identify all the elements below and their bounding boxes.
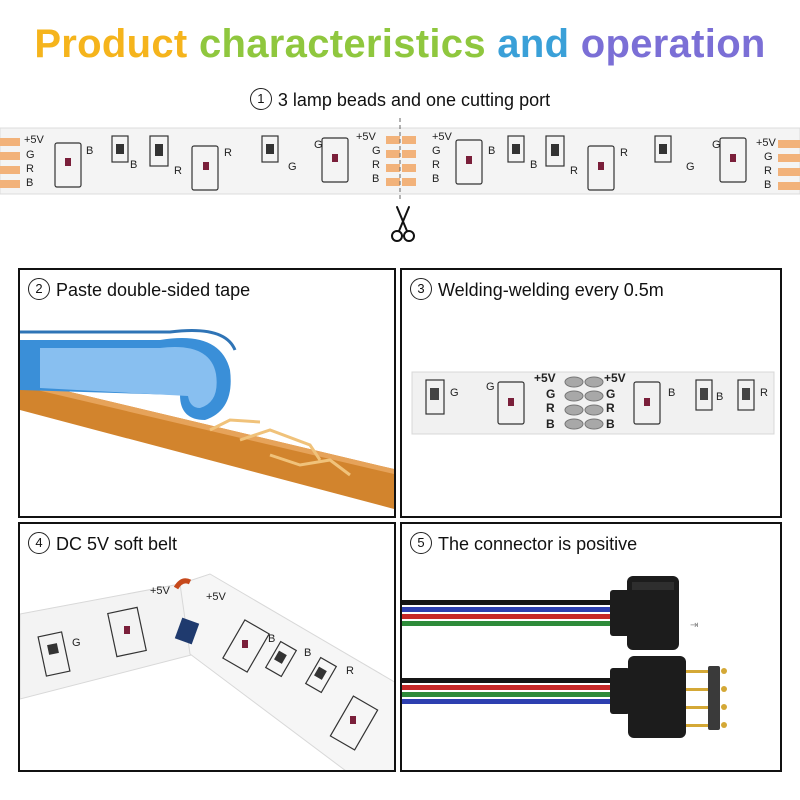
strip-pin-label: G	[372, 145, 381, 157]
tape-illustration	[20, 328, 394, 509]
scissors-icon	[391, 206, 415, 242]
bead-letter: R	[224, 147, 232, 159]
belt-pin-label: +5V	[150, 585, 171, 597]
weld-pin-label: +5V	[604, 371, 626, 385]
weld-pin-label: G	[606, 387, 615, 401]
bead-letter: R	[570, 165, 578, 177]
bead-letter: B	[530, 159, 537, 171]
led-strip-image: +5V G R B	[0, 118, 800, 202]
strip-pin-label: +5V	[24, 134, 45, 146]
title-word-3: and	[497, 22, 570, 66]
led-strip-svg: +5V G R B	[0, 118, 800, 202]
bead-letter: G	[288, 161, 297, 173]
strip-pin-label: +5V	[432, 131, 453, 143]
strip-pin-label: +5V	[756, 137, 777, 149]
bead-letter: G	[72, 637, 81, 649]
weld-pin-label: +5V	[534, 371, 556, 385]
connector-illustration: ⇥	[402, 576, 727, 738]
bead-letter: G	[314, 139, 323, 151]
welding-illustration: +5V G R B +5V G R B G G B B R	[411, 371, 775, 435]
feature-2-number: 2	[28, 278, 50, 301]
bead-letter: R	[760, 387, 768, 399]
page-title: Product characteristics and operation	[0, 22, 800, 67]
feature-4-text: DC 5V soft belt	[56, 534, 178, 554]
weld-pin-label: B	[546, 417, 555, 431]
bead-letter: B	[304, 647, 311, 659]
strip-pin-label: G	[26, 149, 35, 161]
feature-3-text: Welding-welding every 0.5m	[438, 280, 664, 300]
svg-text:⇥: ⇥	[690, 620, 698, 631]
weld-pin-label: B	[606, 417, 615, 431]
bead-letter: G	[486, 381, 495, 393]
strip-pin-label: B	[432, 173, 439, 185]
feature-2-caption: 2 Paste double-sided tape	[28, 278, 251, 302]
feature-4-number: 4	[28, 532, 50, 555]
belt-pin-label: +5V	[206, 591, 227, 603]
feature-2-text: Paste double-sided tape	[56, 280, 251, 300]
panel-soft-belt: G +5V +5V B B R 4 DC 5V soft belt	[18, 522, 396, 772]
bead-letter: G	[712, 139, 721, 151]
strip-pin-label: B	[372, 173, 379, 185]
title-word-4: operation	[580, 22, 766, 66]
feature-3-number: 3	[410, 278, 432, 301]
bead-letter: R	[346, 665, 354, 677]
bead-letter: B	[86, 145, 93, 157]
feature-5-caption: 5 The connector is positive	[410, 532, 638, 556]
weld-pin-label: G	[546, 387, 555, 401]
weld-pin-label: R	[606, 401, 615, 415]
bead-letter: R	[174, 165, 182, 177]
bead-letter: R	[620, 147, 628, 159]
strip-pin-label: G	[432, 145, 441, 157]
feature-1-text: 3 lamp beads and one cutting port	[277, 90, 551, 110]
strip-pin-label: R	[432, 159, 440, 171]
feature-4-caption: 4 DC 5V soft belt	[28, 532, 178, 556]
strip-pin-label: G	[764, 151, 773, 163]
bead-letter: B	[716, 391, 723, 403]
bead-letter: G	[450, 387, 459, 399]
strip-pin-label: +5V	[356, 131, 377, 143]
strip-pin-label: R	[372, 159, 380, 171]
feature-5-text: The connector is positive	[438, 534, 638, 554]
panel-double-sided-tape: 2 Paste double-sided tape	[18, 268, 396, 518]
strip-pin-label: R	[26, 163, 34, 175]
bead-letter: B	[268, 633, 275, 645]
strip-pin-label: B	[26, 177, 33, 189]
bead-letter: G	[686, 161, 695, 173]
bead-letter: B	[488, 145, 495, 157]
bead-letter: B	[668, 387, 675, 399]
strip-pin-label: B	[764, 179, 771, 191]
feature-1-number: 1	[249, 88, 272, 111]
bead-letter: B	[130, 159, 137, 171]
panel-welding: +5V G R B +5V G R B G G B B R 3 Welding-w…	[400, 268, 782, 518]
weld-pin-label: R	[546, 401, 555, 415]
strip-pin-label: R	[764, 165, 772, 177]
feature-5-number: 5	[410, 532, 432, 555]
soft-belt-illustration: G +5V +5V B B R	[20, 573, 394, 770]
title-word-1: Product	[34, 22, 188, 66]
feature-3-caption: 3 Welding-welding every 0.5m	[410, 278, 664, 302]
title-word-2: characteristics	[198, 22, 486, 66]
